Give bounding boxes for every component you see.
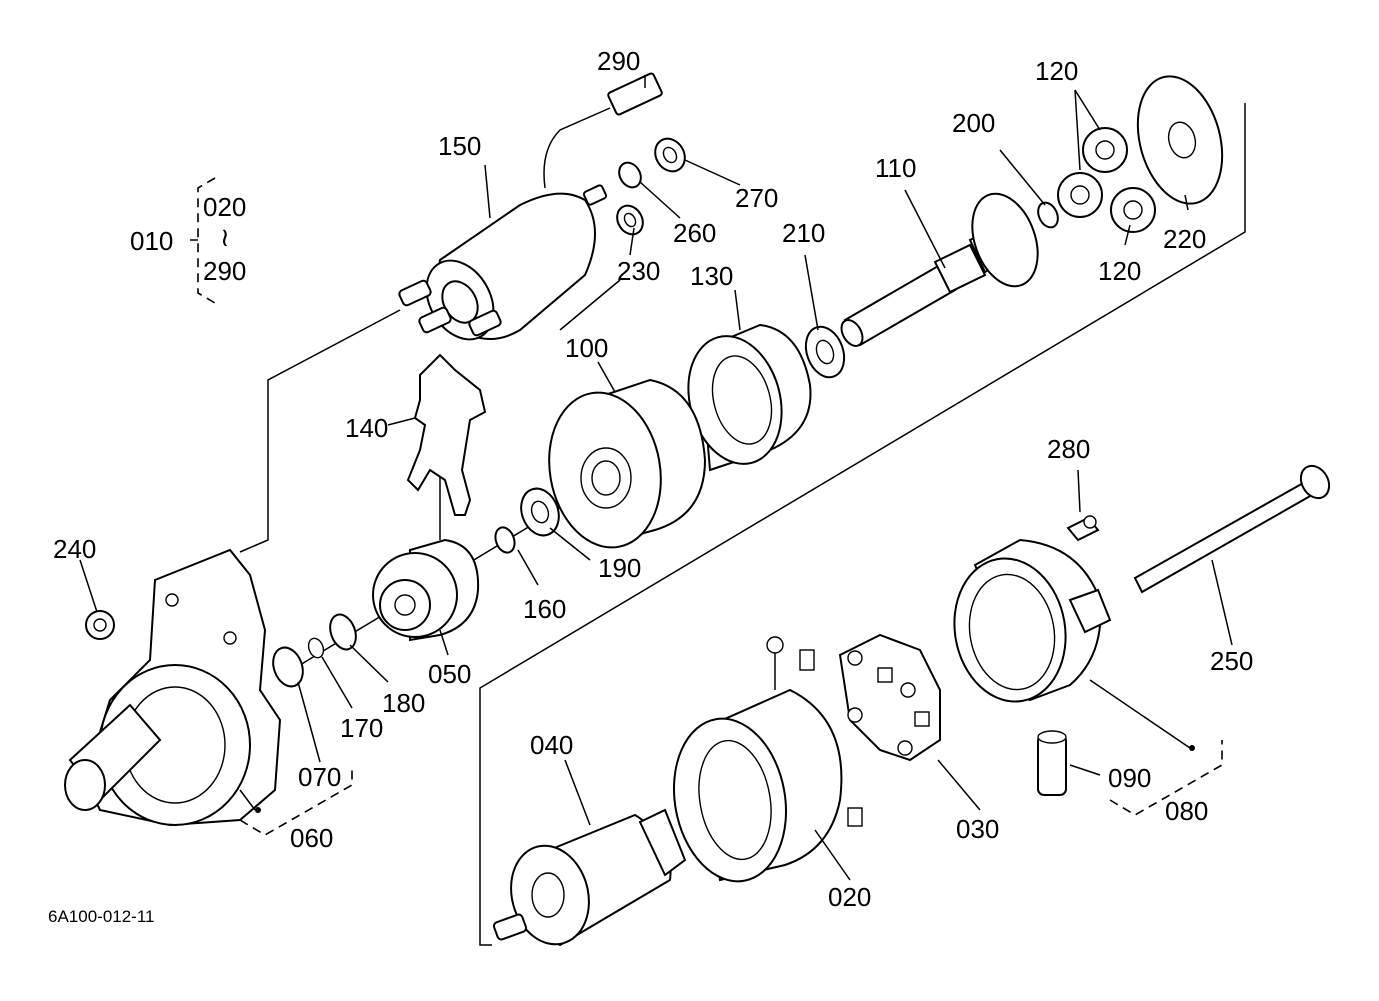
- callout-160: 160: [523, 594, 566, 624]
- callout-140: 140: [345, 413, 388, 443]
- callout-050: 050: [428, 659, 471, 689]
- callout-190: 190: [598, 553, 641, 583]
- ring-180: [329, 613, 357, 651]
- front-housing-part: [64, 548, 282, 827]
- callout-labels: 290 150 270 260 230 110 200 120 220 120 …: [53, 46, 1253, 912]
- callout-230: 230: [617, 256, 660, 286]
- callout-220: 220: [1163, 224, 1206, 254]
- group-to-label: 290: [203, 256, 246, 286]
- pinion-clutch-part: [372, 538, 480, 642]
- ring-170: [307, 637, 325, 659]
- group-tilde: ≀: [220, 222, 230, 252]
- callout-120-bottom: 120: [1098, 256, 1141, 286]
- leader-lines: [79, 75, 1233, 881]
- drawing-code: 6A100-012-11: [48, 907, 155, 926]
- screw-280: [1066, 515, 1100, 542]
- rear-cover-part: [953, 538, 1112, 703]
- group-parent-label: 010: [130, 226, 173, 256]
- callout-070: 070: [298, 762, 341, 792]
- callout-210: 210: [782, 218, 825, 248]
- planetary-gear-parts: [1037, 75, 1224, 233]
- armature-part: [492, 808, 687, 947]
- internal-gear-housing-part: [687, 323, 812, 472]
- yoke-part: [672, 636, 863, 883]
- callout-040: 040: [530, 730, 573, 760]
- brush-090: [1037, 730, 1067, 796]
- callout-100: 100: [565, 333, 608, 363]
- callout-120-top: 120: [1035, 56, 1078, 86]
- callout-080: 080: [1165, 796, 1208, 826]
- callout-150: 150: [438, 131, 481, 161]
- bearing-070: [272, 646, 304, 688]
- callout-060: 060: [290, 823, 333, 853]
- brush-holder-part: [838, 633, 941, 762]
- nut-240: [85, 610, 115, 640]
- callout-180: 180: [382, 688, 425, 718]
- callout-020: 020: [828, 882, 871, 912]
- callout-290: 290: [597, 46, 640, 76]
- group-bracket: 010 020 ≀ 290: [130, 192, 246, 286]
- clutch-housing-part: [548, 378, 707, 549]
- shift-lever-part: [406, 353, 487, 516]
- washer-hole: [815, 339, 835, 365]
- callout-240: 240: [53, 534, 96, 564]
- assembly-brackets: [190, 177, 1223, 836]
- pinion-shaft-part: [840, 192, 1039, 347]
- callout-260: 260: [673, 218, 716, 248]
- callout-110: 110: [875, 153, 916, 183]
- through-bolt-250: [1133, 464, 1331, 594]
- nut-washer-parts: [616, 137, 686, 236]
- callout-250: 250: [1210, 646, 1253, 676]
- solenoid-switch-part: [398, 72, 663, 341]
- callout-280: 280: [1047, 434, 1090, 464]
- washer-190-hole: [530, 500, 550, 524]
- callout-200: 200: [952, 108, 995, 138]
- group-from-label: 020: [203, 192, 246, 222]
- callout-270: 270: [735, 183, 778, 213]
- snap-ring-160: [494, 526, 516, 554]
- callout-090: 090: [1108, 763, 1151, 793]
- callout-030: 030: [956, 814, 999, 844]
- callout-170: 170: [340, 713, 383, 743]
- callout-130: 130: [690, 261, 733, 291]
